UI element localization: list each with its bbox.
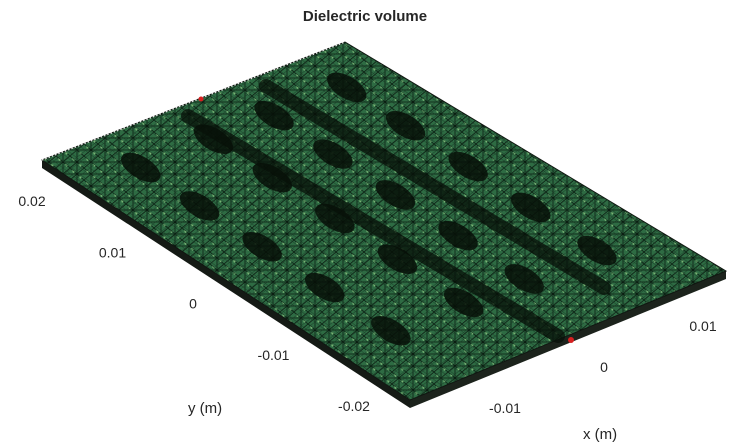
y-tick-label: 0	[189, 296, 197, 312]
element-patch	[327, 72, 367, 103]
element-patch	[375, 180, 416, 210]
element-patch	[313, 139, 353, 169]
slab-front-left-face	[42, 160, 410, 408]
element-patch	[385, 110, 426, 141]
dielectric-slab	[40, 41, 728, 408]
element-patch	[371, 316, 411, 346]
element-patch	[252, 162, 292, 193]
slab-front-right-face	[410, 271, 726, 408]
feed-strips	[181, 79, 611, 343]
feed-marker-top	[198, 96, 204, 102]
y-tick-label: 0.02	[18, 193, 45, 209]
x-tick-label: -0.01	[489, 400, 521, 416]
element-patch	[315, 203, 355, 234]
element-patch	[504, 264, 544, 294]
element-patch	[377, 244, 418, 274]
element-patch	[577, 235, 617, 266]
element-patch	[511, 192, 551, 223]
element-patch	[448, 151, 488, 182]
feed-marker-bottom	[568, 337, 574, 343]
element-patch	[443, 287, 484, 318]
x-tick-label: 0	[600, 359, 608, 375]
x-tick-label: 0.01	[689, 318, 716, 334]
element-patch	[121, 152, 161, 183]
y-tick-label: -0.01	[258, 347, 290, 363]
element-patch	[438, 220, 478, 251]
x-axis-label: x (m)	[583, 426, 617, 443]
element-patch	[179, 191, 220, 221]
y-axis-label: y (m)	[188, 400, 222, 417]
y-tick-label: 0.01	[99, 244, 126, 260]
y-axis-ticks: -0.02 -0.01 0 0.01 0.02	[18, 193, 370, 414]
y-tick-label: -0.02	[338, 398, 370, 414]
plot-title: Dielectric volume	[302, 8, 428, 25]
x-axis-ticks: -0.01 0 0.01	[489, 318, 717, 416]
element-patch	[242, 232, 282, 262]
element-patch	[305, 272, 345, 303]
element-patch	[254, 100, 294, 131]
